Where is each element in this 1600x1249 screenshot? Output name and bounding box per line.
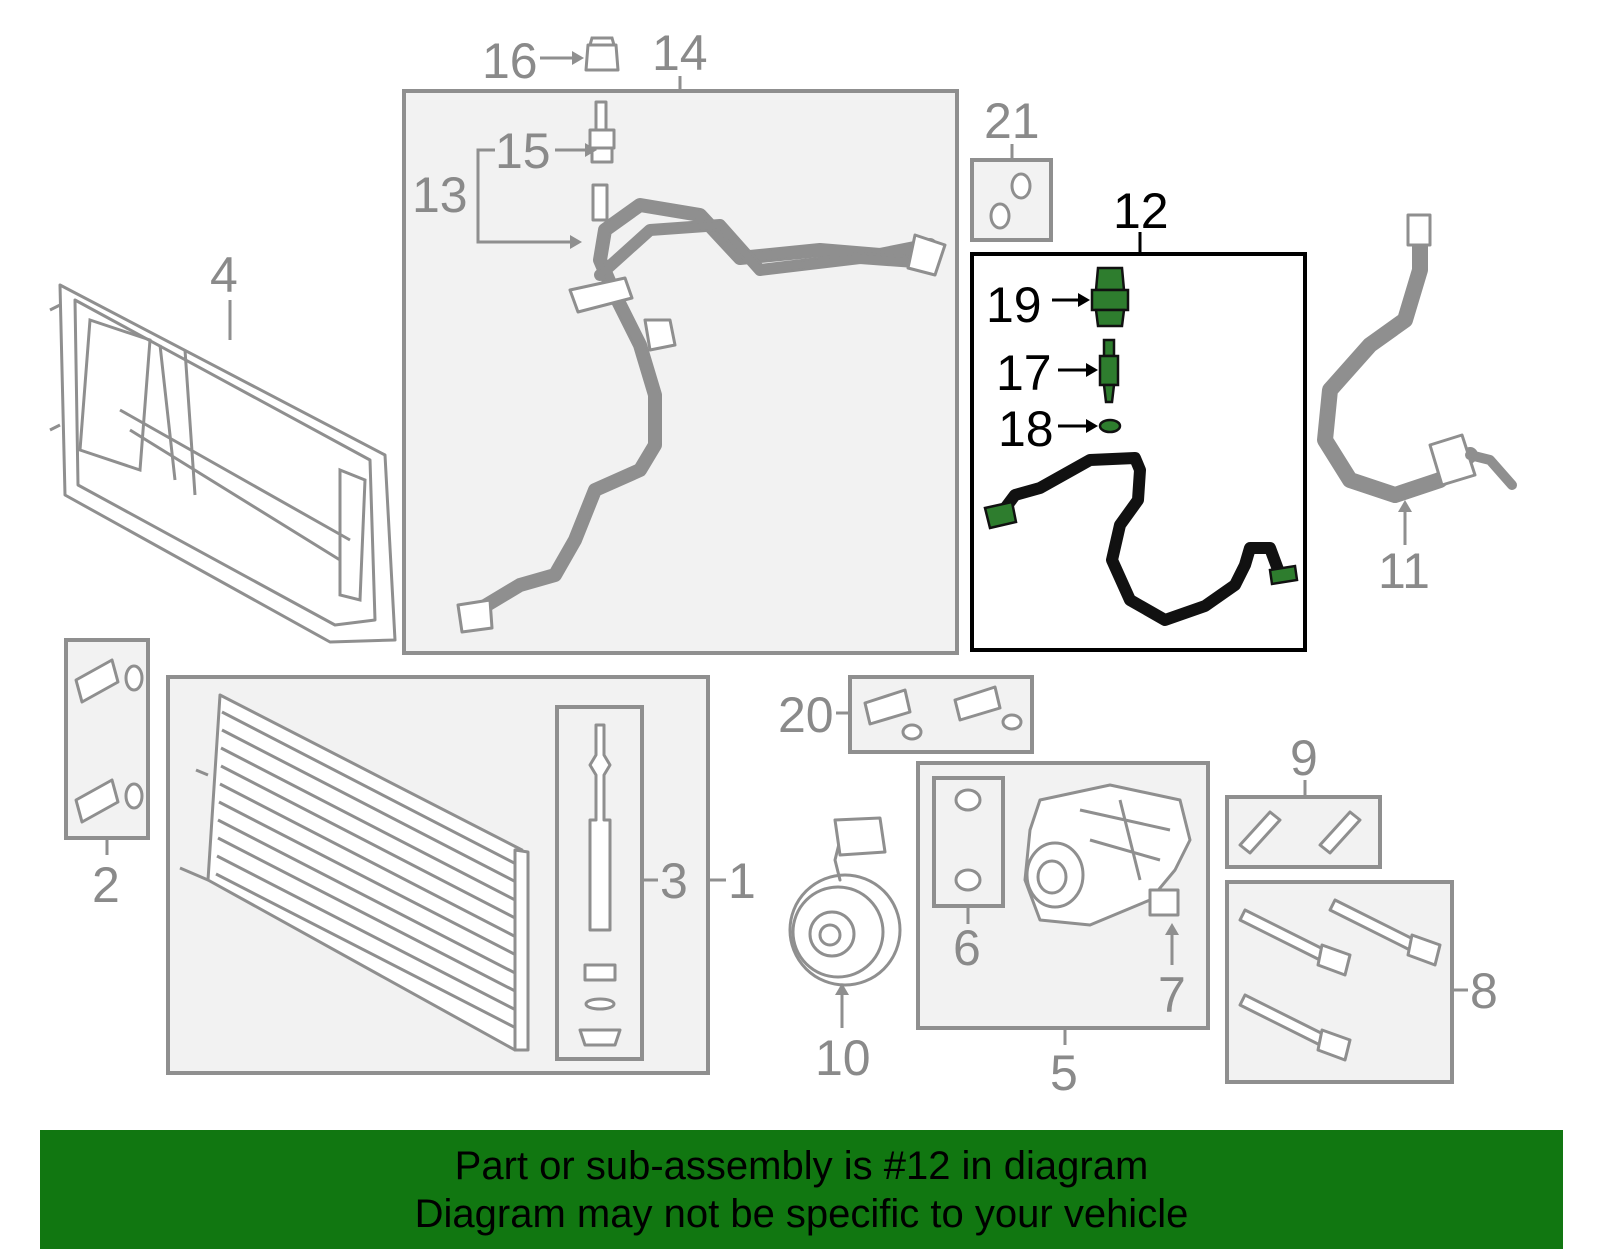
pressure-switch-15 — [588, 100, 616, 164]
box-14 — [402, 89, 959, 655]
callout-11: 11 — [1378, 543, 1430, 599]
callout-10: 10 — [815, 1030, 871, 1086]
sensor-19 — [1090, 266, 1130, 328]
arrow-icon — [1086, 419, 1098, 433]
radiator-support-frame — [49, 283, 397, 644]
seal-plate — [863, 688, 912, 726]
compressor-clutch — [788, 816, 902, 987]
callout-6: 6 — [953, 920, 981, 976]
callout-20: 20 — [778, 687, 834, 743]
callout-16: 16 — [482, 33, 538, 89]
o-ring — [124, 782, 144, 810]
drier-cartridge — [578, 723, 622, 1047]
callout-4: 4 — [210, 247, 238, 303]
o-ring — [1001, 713, 1023, 731]
callout-8: 8 — [1470, 963, 1498, 1019]
o-ring — [901, 723, 923, 741]
callout-19: 19 — [986, 277, 1042, 333]
callout-2: 2 — [92, 857, 120, 913]
pin — [1318, 810, 1362, 855]
callout-3: 3 — [660, 853, 688, 909]
info-banner: Part or sub-assembly is #12 in diagram D… — [40, 1130, 1563, 1249]
dowel — [954, 788, 982, 812]
valve-17 — [1098, 338, 1120, 404]
arrow-icon — [1078, 293, 1090, 307]
callout-13-leader — [476, 148, 570, 244]
condenser — [179, 693, 530, 1052]
o-ring — [989, 202, 1011, 230]
banner-line-1: Part or sub-assembly is #12 in diagram — [454, 1144, 1149, 1188]
banner-line-2: Diagram may not be specific to your vehi… — [414, 1192, 1189, 1236]
callout-17: 17 — [996, 345, 1052, 401]
dowel — [954, 868, 982, 892]
o-ring-18 — [1098, 418, 1122, 434]
callout-9: 9 — [1290, 730, 1318, 786]
bolts — [1238, 898, 1442, 1062]
callout-7: 7 — [1158, 967, 1186, 1023]
arrow-icon — [585, 143, 597, 157]
callout-5: 5 — [1050, 1045, 1078, 1101]
seal-plate — [74, 778, 120, 824]
pin — [1238, 810, 1282, 855]
o-ring — [124, 664, 144, 692]
callout-1: 1 — [728, 853, 756, 909]
callout-14: 14 — [652, 25, 708, 81]
ac-pipe-13 — [456, 183, 947, 634]
arrow-icon — [835, 983, 849, 995]
hose-11 — [1317, 213, 1517, 503]
o-ring — [1010, 172, 1032, 200]
callout-12: 12 — [1113, 183, 1169, 239]
arrow-icon — [570, 235, 582, 249]
seal-plate — [74, 658, 120, 704]
callout-15: 15 — [495, 123, 551, 179]
compressor — [1023, 783, 1192, 927]
arrow-icon — [1398, 500, 1412, 512]
valve-cap-16 — [584, 36, 620, 72]
callout-13: 13 — [412, 167, 468, 223]
callout-18: 18 — [998, 401, 1054, 457]
arrow-icon — [1086, 363, 1098, 377]
ac-hose-12 — [983, 452, 1299, 626]
box-21 — [970, 158, 1053, 242]
seal-plate — [953, 685, 1002, 722]
arrow-icon — [1165, 923, 1179, 935]
arrow-icon — [572, 51, 584, 65]
callout-21: 21 — [984, 93, 1040, 149]
